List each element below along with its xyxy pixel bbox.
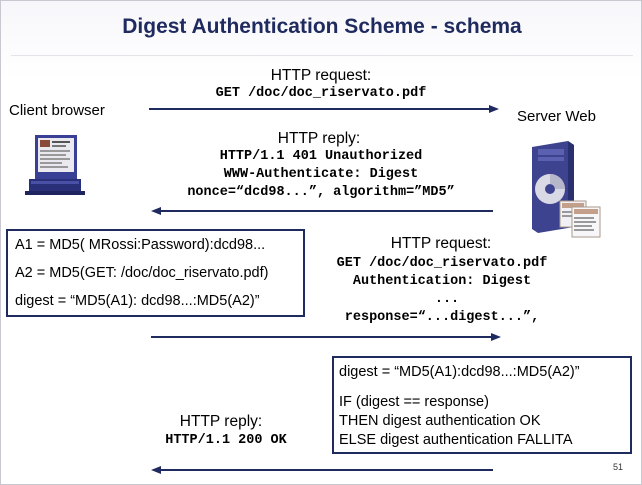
- request2-line3: ...: [434, 292, 460, 307]
- request2-arrow: [151, 333, 501, 341]
- page-number: 51: [612, 462, 623, 472]
- client-box-a1: A1 = MD5( MRossi:Password):dcd98...: [15, 237, 266, 253]
- server-box-then: THEN digest authentication OK: [339, 413, 541, 429]
- reply2-status: HTTP/1.1 200 OK: [165, 433, 287, 448]
- reply2-label: HTTP reply:: [179, 413, 263, 430]
- client-box-a2: A2 = MD5(GET: /doc/doc_riservato.pdf): [15, 265, 269, 281]
- server-box-else: ELSE digest authentication FALLITA: [339, 432, 573, 448]
- reply1-www-authenticate: WWW-Authenticate: Digest: [223, 167, 419, 182]
- reply2-arrow: [151, 466, 493, 474]
- request2-line4: response=“...digest...”,: [344, 310, 540, 325]
- reply1-status: HTTP/1.1 401 Unauthorized: [219, 149, 423, 164]
- server-tower-icon: [528, 141, 608, 248]
- reply1-nonce: nonce=“dcd98...”, algorithm=”MD5”: [187, 185, 455, 200]
- client-box-digest: digest = “MD5(A1): dcd98...:MD5(A2)”: [15, 293, 260, 309]
- title-divider: [11, 55, 633, 56]
- request1-label: HTTP request:: [270, 67, 372, 84]
- reply1-label: HTTP reply:: [277, 130, 361, 147]
- reply1-arrow: [151, 207, 493, 215]
- client-label: Client browser: [9, 102, 105, 119]
- request2-label: HTTP request:: [390, 235, 492, 252]
- server-box-digest: digest = “MD5(A1):dcd98...:MD5(A2)”: [339, 364, 580, 380]
- request1-line: GET /doc/doc_riservato.pdf: [215, 86, 427, 101]
- client-digest-box: A1 = MD5( MRossi:Password):dcd98... A2 =…: [6, 229, 305, 317]
- server-verify-box: digest = “MD5(A1):dcd98...:MD5(A2)” IF (…: [332, 356, 632, 454]
- server-box-if: IF (digest == response): [339, 394, 489, 410]
- server-label: Server Web: [517, 108, 596, 125]
- computer-terminal-icon: [25, 133, 89, 202]
- request1-arrow: [149, 105, 499, 113]
- request2-line2: Authentication: Digest: [352, 274, 532, 289]
- slide-title: Digest Authentication Scheme - schema: [122, 15, 522, 38]
- request2-line1: GET /doc/doc_riservato.pdf: [336, 256, 548, 271]
